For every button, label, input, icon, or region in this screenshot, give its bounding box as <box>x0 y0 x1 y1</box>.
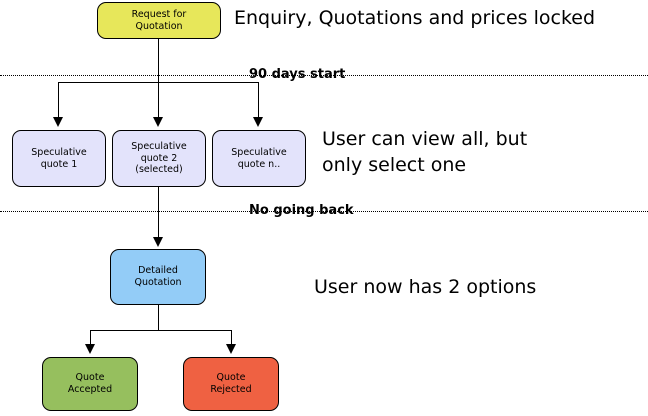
annotation-user-can-view-all: User can view all, but only select one <box>322 128 528 176</box>
node-label-speculative-quote-2-selected: Speculative quote 2 (selected) <box>131 140 187 176</box>
arrowhead-spec2 <box>153 117 163 127</box>
annotation-enquiry-prices-locked: Enquiry, Quotations and prices locked <box>234 7 596 29</box>
connector-detailed-stem <box>158 305 159 331</box>
node-label-detailed-quotation: Detailed Quotation <box>134 265 182 288</box>
connector-rfq-stem <box>158 39 159 83</box>
node-speculative-quote-n[interactable]: Speculative quote n.. <box>212 130 306 187</box>
node-label-quote-accepted: Quote Accepted <box>67 372 113 395</box>
connector-rfq-to-spec2 <box>158 82 159 118</box>
annotation-user-now-has-2-options: User now has 2 options <box>314 276 537 298</box>
node-quote-rejected[interactable]: Quote Rejected <box>183 357 279 411</box>
connector-spec2-to-detailed <box>158 187 159 237</box>
connector-detailed-to-rejected <box>231 330 232 345</box>
arrowhead-rejected <box>226 344 236 354</box>
node-label-speculative-quote-n: Speculative quote n.. <box>231 146 287 170</box>
node-label-speculative-quote-1: Speculative quote 1 <box>31 146 87 170</box>
arrowhead-spec1 <box>53 117 63 127</box>
node-label-request-for-quotation: Request for Quotation <box>131 8 187 32</box>
node-quote-accepted[interactable]: Quote Accepted <box>42 357 138 411</box>
phase-separator-90-days <box>0 75 648 76</box>
connector-detailed-branch-bar <box>90 330 231 331</box>
node-speculative-quote-1[interactable]: Speculative quote 1 <box>12 130 106 187</box>
node-label-quote-rejected: Quote Rejected <box>210 372 252 395</box>
arrowhead-accepted <box>85 344 95 354</box>
node-detailed-quotation[interactable]: Detailed Quotation <box>110 249 206 305</box>
node-speculative-quote-2-selected[interactable]: Speculative quote 2 (selected) <box>112 130 206 187</box>
connector-rfq-to-spec1 <box>58 82 59 118</box>
phase-separator-no-going-back <box>0 211 648 212</box>
arrowhead-detailed <box>153 237 163 247</box>
node-request-for-quotation[interactable]: Request for Quotation <box>97 2 221 39</box>
phase-label-no-going-back: No going back <box>249 203 354 218</box>
phase-label-90-days: 90 days start <box>249 67 346 82</box>
arrowhead-specn <box>253 117 263 127</box>
connector-detailed-to-accepted <box>90 330 91 345</box>
connector-rfq-to-specn <box>258 82 259 118</box>
